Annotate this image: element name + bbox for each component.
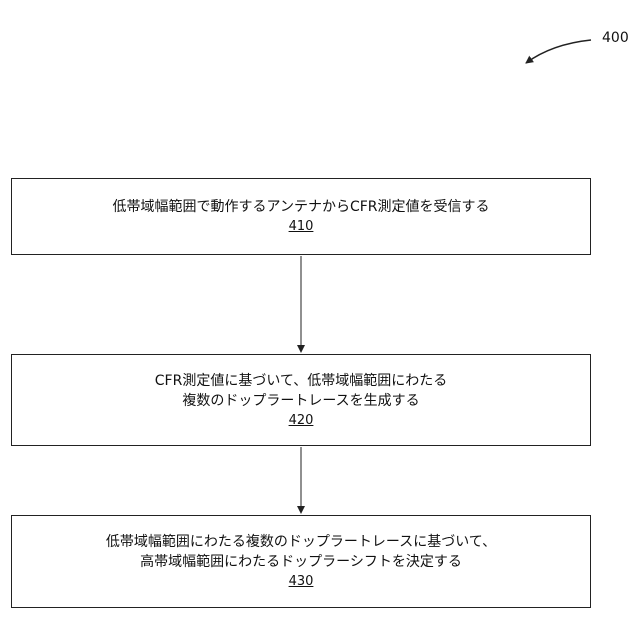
step-box-410: 低帯域幅範囲で動作するアンテナからCFR測定値を受信する 410	[11, 178, 591, 255]
step-box-430: 低帯域幅範囲にわたる複数のドップラートレースに基づいて、 高帯域幅範囲にわたるド…	[11, 515, 591, 608]
step-text: 低帯域幅範囲で動作するアンテナからCFR測定値を受信する	[113, 197, 490, 217]
figure-reference-number: 400	[602, 29, 629, 47]
step-reference-number: 430	[289, 573, 314, 591]
step-reference-number: 410	[289, 218, 314, 236]
step-text: CFR測定値に基づいて、低帯域幅範囲にわたる 複数のドップラートレースを生成する	[155, 371, 447, 411]
step-reference-number: 420	[289, 412, 314, 430]
step-box-420: CFR測定値に基づいて、低帯域幅範囲にわたる 複数のドップラートレースを生成する…	[11, 354, 591, 446]
figure-reference-arrow	[526, 40, 591, 63]
step-text: 低帯域幅範囲にわたる複数のドップラートレースに基づいて、 高帯域幅範囲にわたるド…	[106, 532, 496, 572]
